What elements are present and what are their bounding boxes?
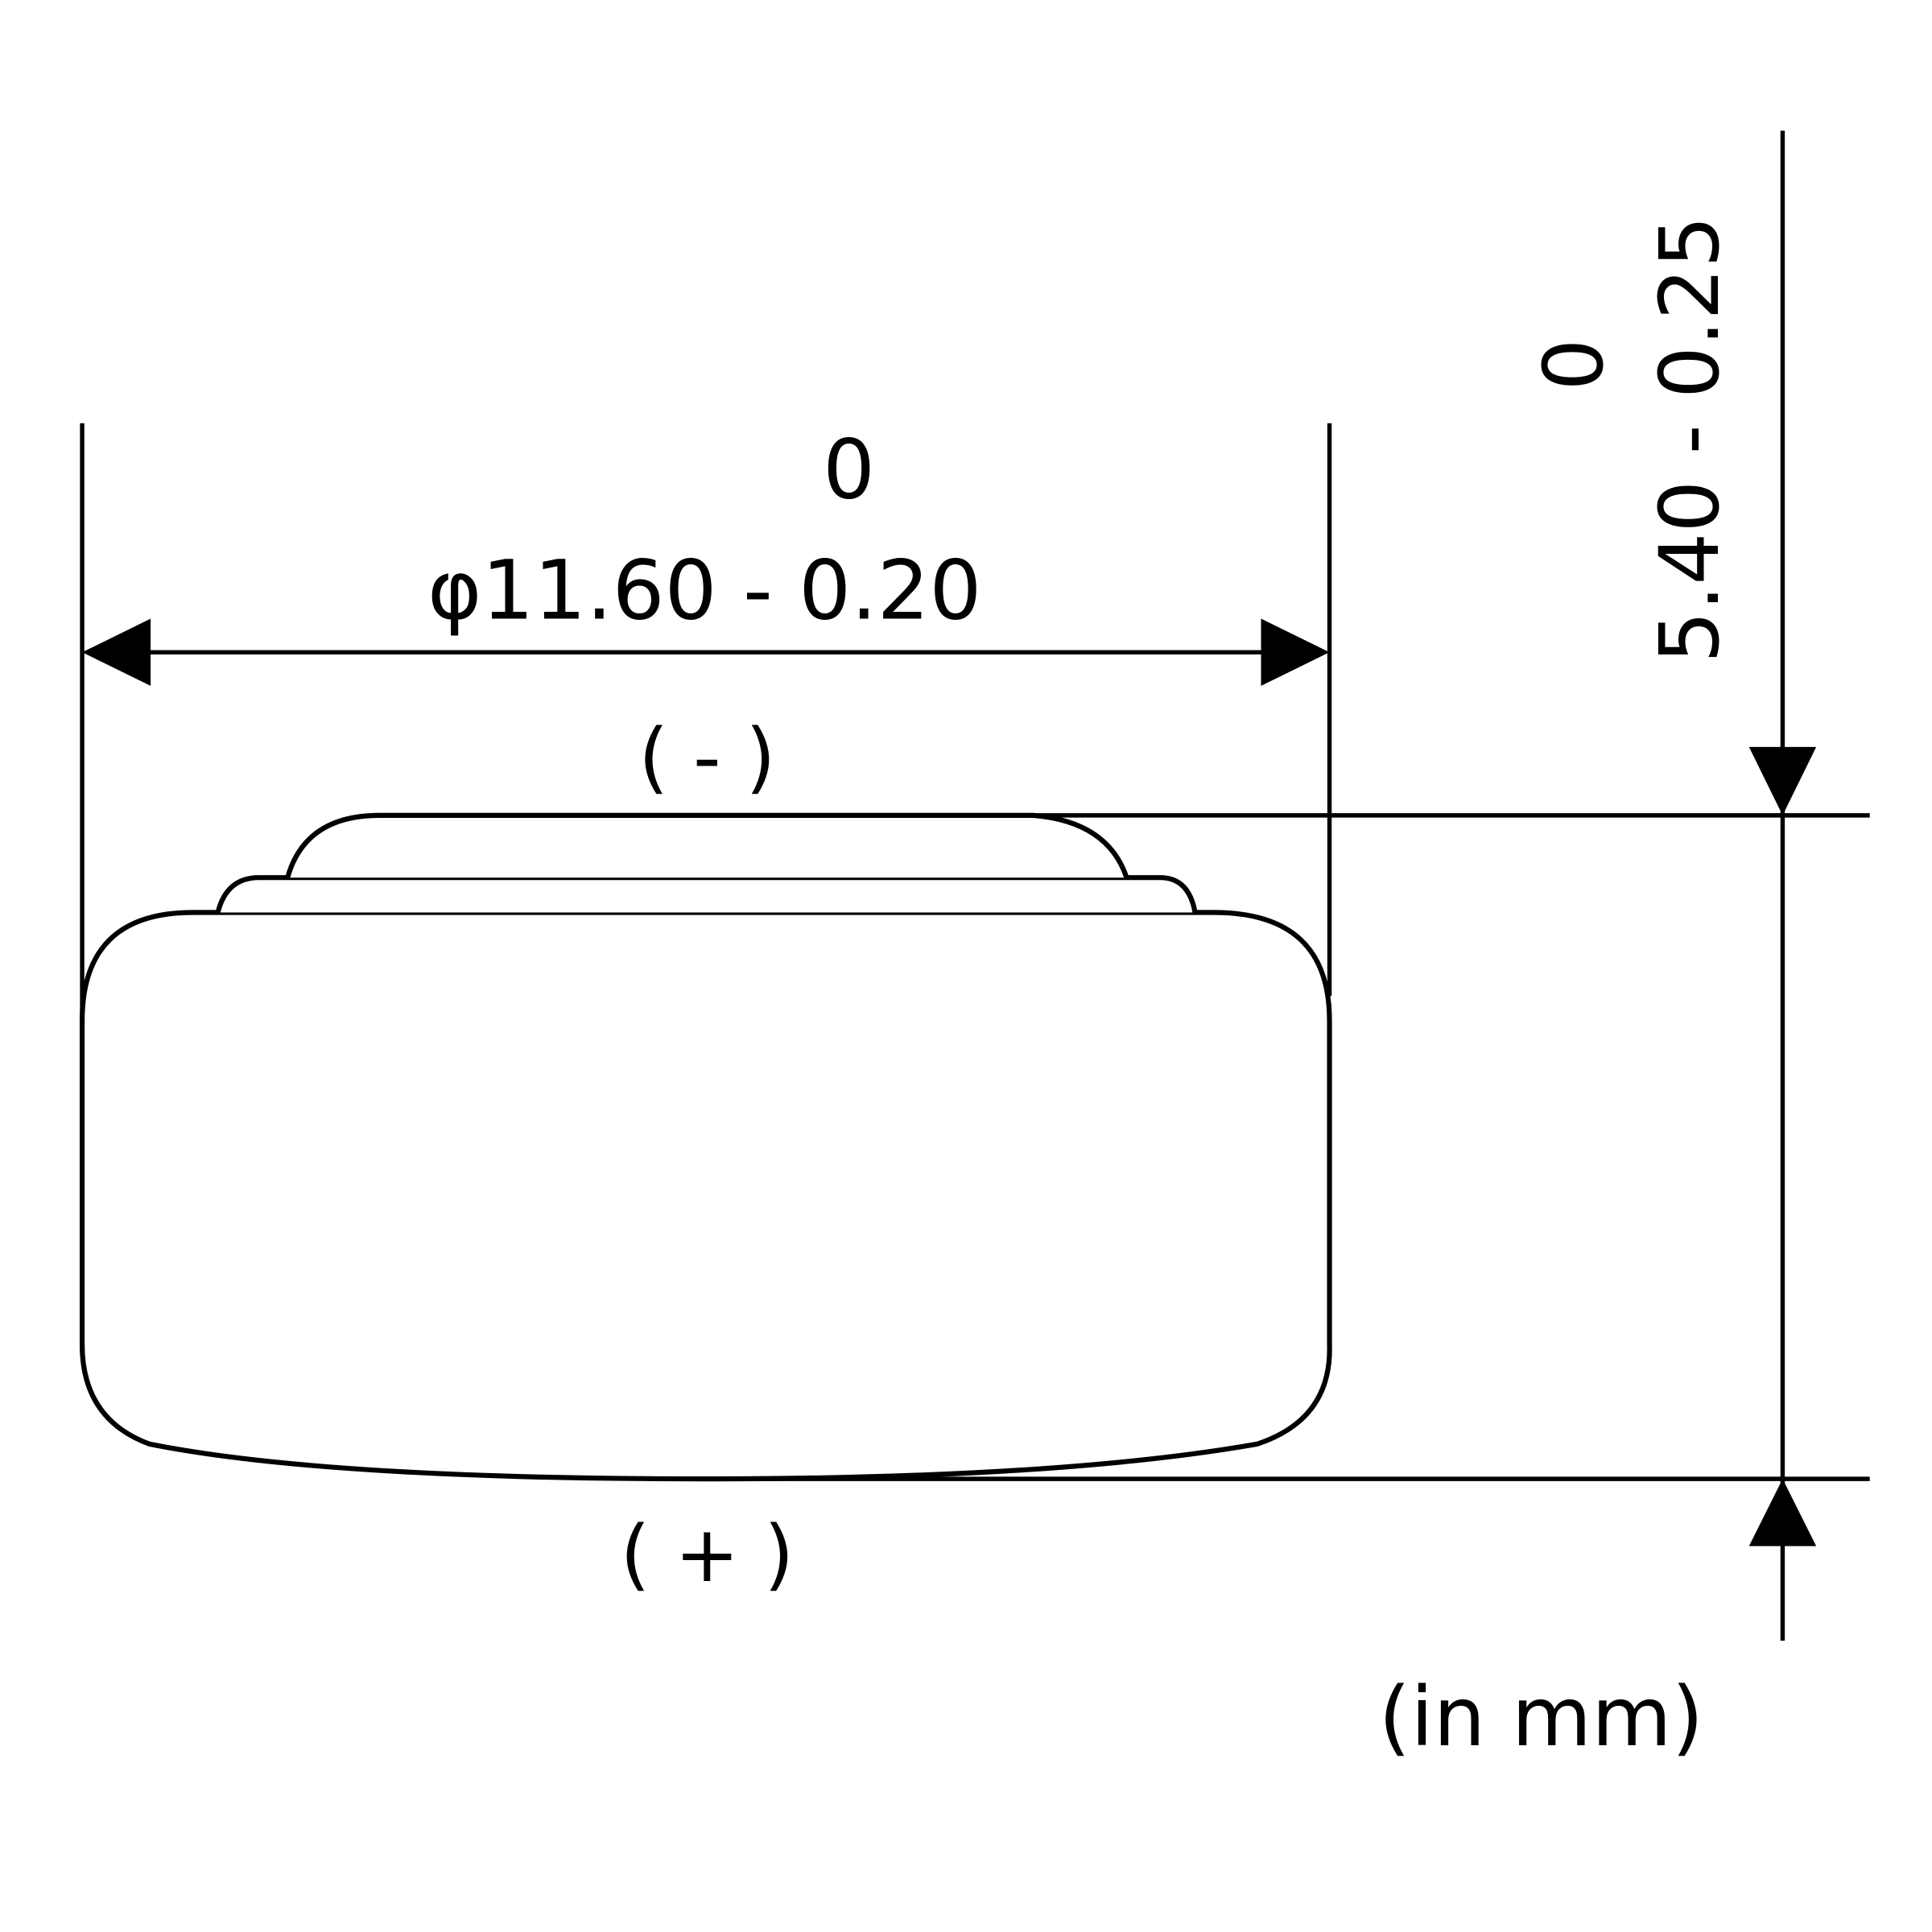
arrow-down-icon (1748, 746, 1817, 815)
positive-terminal-label: ( + ) (620, 1509, 794, 1600)
height-tolerance-upper: 0 (1526, 339, 1622, 391)
height-label: 5.40 - 0.25 (1642, 216, 1738, 663)
units-note: (in mm) (1378, 1670, 1703, 1765)
arrow-right-icon (1261, 618, 1330, 687)
diameter-tolerance-upper: 0 (823, 423, 875, 518)
battery-step-ring (215, 875, 1198, 914)
arrow-left-icon (82, 618, 151, 687)
battery-body (79, 910, 1332, 1482)
arrow-up-icon (1748, 1479, 1817, 1546)
negative-terminal-label: ( - ) (638, 712, 775, 803)
battery-negative-cap (285, 812, 1129, 879)
diameter-label: φ11.60 - 0.20 (427, 543, 981, 639)
